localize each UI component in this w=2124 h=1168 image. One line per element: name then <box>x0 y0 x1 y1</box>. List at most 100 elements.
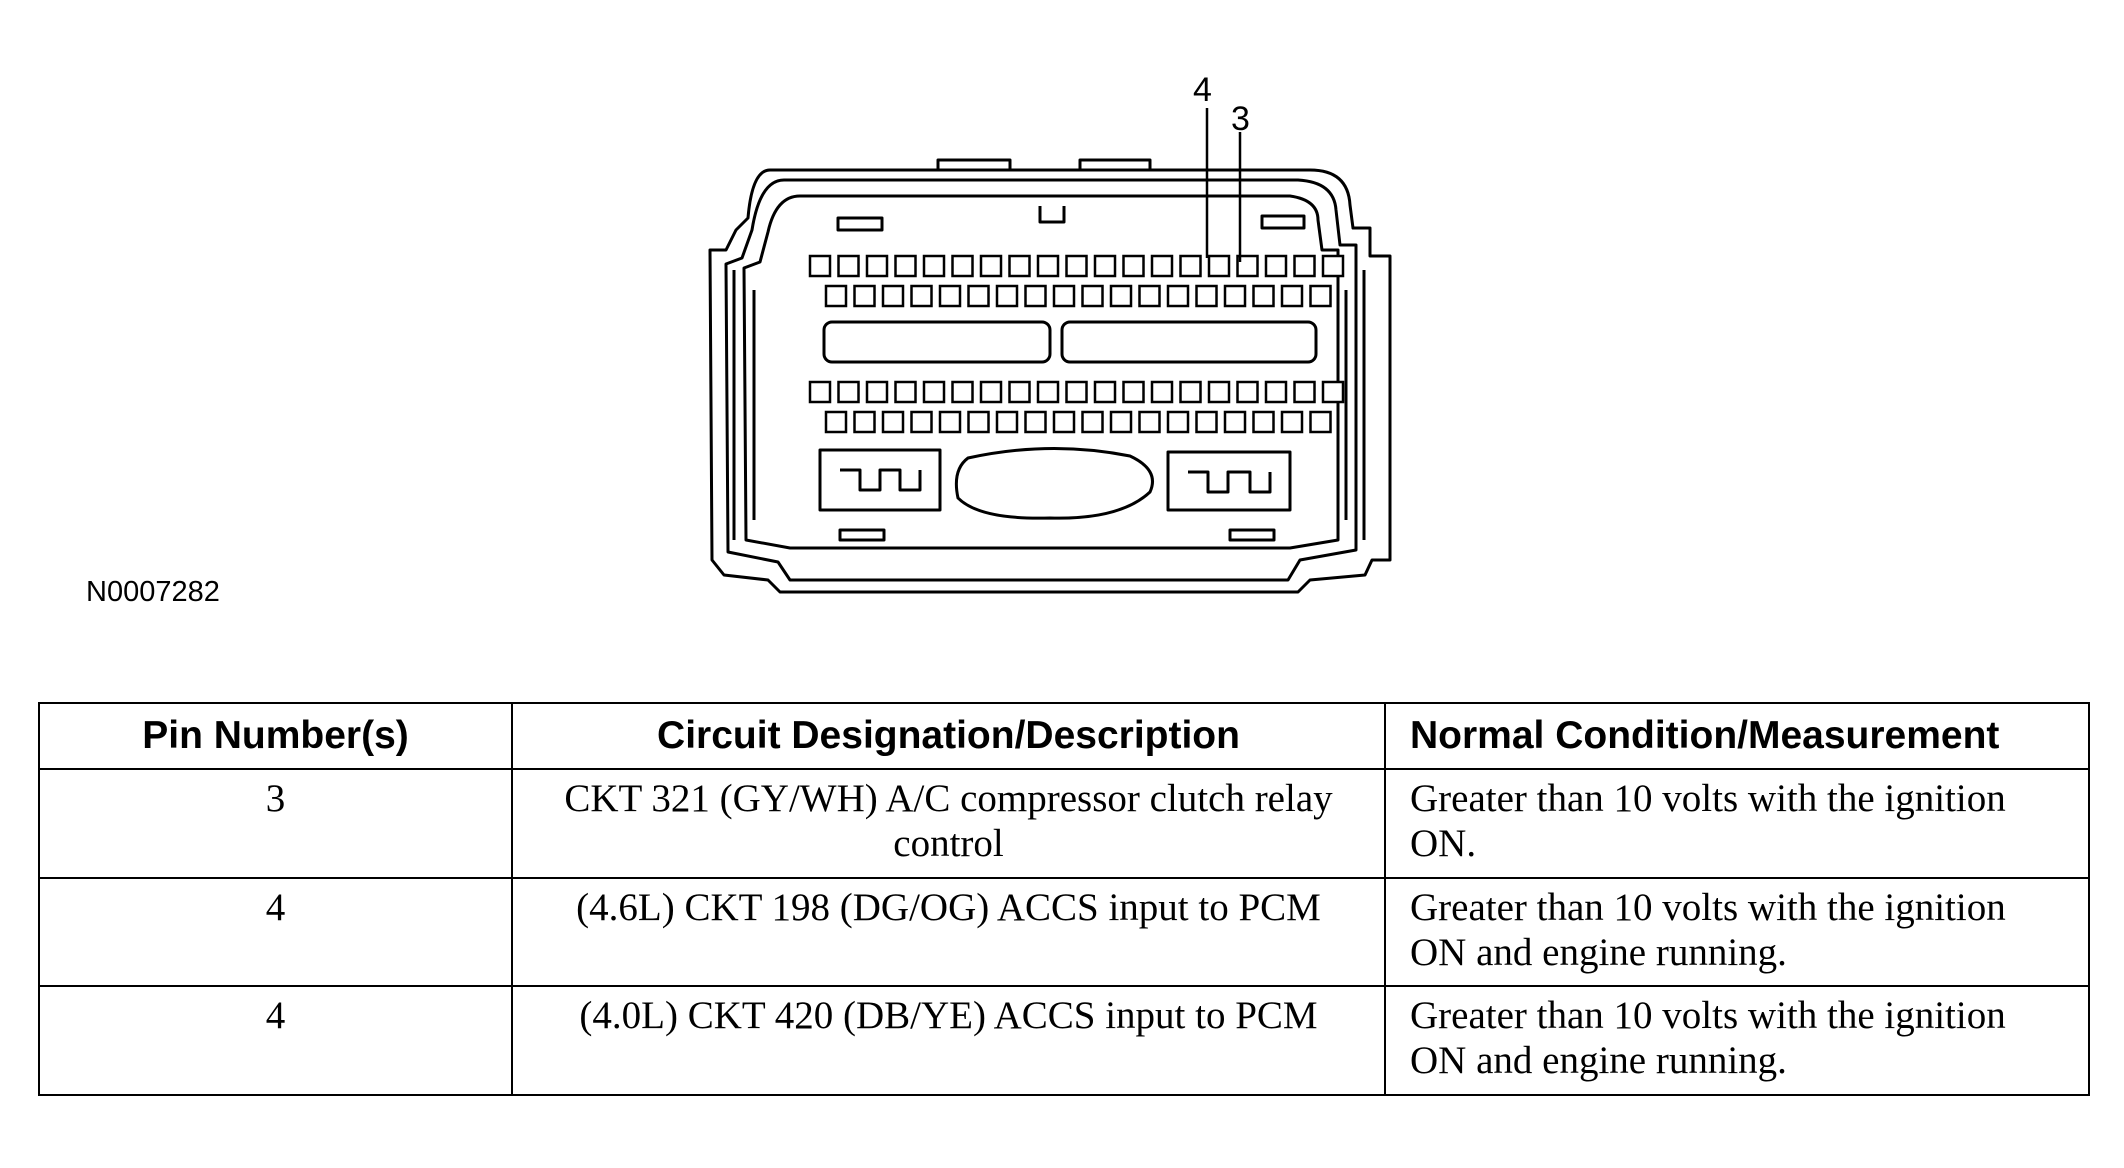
pin-cavity <box>1223 284 1247 308</box>
circuit-description: (4.6L) CKT 198 (DG/OG) ACCS input to PCM <box>511 876 1386 988</box>
pin-cavity <box>1321 254 1345 278</box>
callout-label-4: 4 <box>1193 71 1212 109</box>
pin-cavity <box>1036 380 1060 404</box>
pin-cavity <box>967 410 990 434</box>
pin-cavity <box>938 284 962 308</box>
pin-cavity-rows <box>808 254 1345 434</box>
pin-number: 4 <box>38 876 513 988</box>
pin-cavity <box>1207 380 1231 404</box>
pin-cavity <box>894 380 917 404</box>
pin-cavity <box>1309 284 1332 308</box>
pin-table: Pin Number(s) Circuit Designation/Descri… <box>38 702 2090 1096</box>
column-header-pin: Pin Number(s) <box>38 702 513 770</box>
column-header-circuit: Circuit Designation/Description <box>511 702 1386 770</box>
pin-cavity <box>865 380 889 404</box>
bottom-latch-right <box>1166 450 1292 512</box>
pin-cavity <box>1280 410 1304 434</box>
pin-cavity <box>1236 254 1259 278</box>
pin-cavity <box>1024 410 1047 434</box>
table-header-row: Pin Number(s) Circuit Designation/Descri… <box>38 702 2090 770</box>
pin-cavity <box>837 380 860 404</box>
top-tab-right <box>1078 158 1152 170</box>
pin-cavity <box>1093 254 1117 278</box>
pin-cavity <box>1109 284 1133 308</box>
bottom-oval-cavity <box>954 446 1154 520</box>
pin-cavity <box>1280 284 1304 308</box>
pin-cavity <box>824 284 848 308</box>
pin-cavity <box>853 284 876 308</box>
pin-cavity <box>1138 284 1161 308</box>
pin-cavity <box>979 380 1003 404</box>
pin-cavity <box>910 284 933 308</box>
pin-cavity <box>1052 284 1076 308</box>
blade-slot-left <box>822 320 1052 364</box>
pin-cavity <box>881 410 905 434</box>
pin-cavity <box>1166 284 1190 308</box>
pin-cavity <box>1065 380 1088 404</box>
pin-cavity <box>1252 410 1275 434</box>
pin-cavity <box>1109 410 1133 434</box>
pin-cavity <box>1309 410 1332 434</box>
callout-label-3: 3 <box>1231 100 1250 138</box>
bottom-latch-left <box>818 448 942 512</box>
pin-number: 3 <box>38 768 513 879</box>
pin-cavity <box>1195 284 1218 308</box>
connector-housing-outline <box>708 168 1392 594</box>
pin-cavity <box>995 410 1019 434</box>
pin-cavity <box>1207 254 1231 278</box>
table-row: 4 (4.6L) CKT 198 (DG/OG) ACCS input to P… <box>38 876 2090 988</box>
pin-cavity <box>1236 380 1259 404</box>
pin-cavity <box>1321 380 1345 404</box>
blade-slot-right <box>1060 320 1318 364</box>
pin-cavity <box>1036 254 1060 278</box>
pin-number: 4 <box>38 985 513 1096</box>
pin-cavity <box>1008 254 1031 278</box>
pin-cavity <box>894 254 917 278</box>
top-tab-left <box>936 158 1012 170</box>
figure-id: N0007282 <box>86 576 220 608</box>
pin-cavity <box>1122 254 1145 278</box>
pin-cavity <box>808 380 832 404</box>
pin-cavity <box>1122 380 1145 404</box>
pin-cavity <box>1065 254 1088 278</box>
pin-cavity <box>1195 410 1218 434</box>
pin-cavity <box>938 410 962 434</box>
pin-cavity <box>922 254 946 278</box>
table-row: 4 (4.0L) CKT 420 (DB/YE) ACCS input to P… <box>38 985 2090 1096</box>
pin-cavity <box>808 254 832 278</box>
column-header-condition: Normal Condition/Measurement <box>1384 702 2090 770</box>
normal-condition: Greater than 10 volts with the ignition … <box>1384 985 2090 1096</box>
pin-cavity <box>1264 254 1288 278</box>
pin-cavity <box>1252 284 1275 308</box>
pin-cavity <box>881 284 905 308</box>
pin-cavity <box>837 254 860 278</box>
pin-cavity <box>1293 254 1316 278</box>
pin-cavity <box>1081 410 1104 434</box>
pin-cavity <box>1179 254 1202 278</box>
pin-cavity <box>1179 380 1202 404</box>
pin-cavity <box>1150 254 1174 278</box>
pin-cavity <box>995 284 1019 308</box>
pin-cavity <box>951 254 974 278</box>
pin-cavity <box>967 284 990 308</box>
pin-cavity <box>922 380 946 404</box>
pin-cavity <box>1138 410 1161 434</box>
pin-cavity <box>1150 380 1174 404</box>
pin-cavity <box>1052 410 1076 434</box>
pin-cavity <box>1081 284 1104 308</box>
normal-condition: Greater than 10 volts with the ignition … <box>1384 876 2090 988</box>
pin-cavity <box>979 254 1003 278</box>
pin-cavity <box>865 254 889 278</box>
normal-condition: Greater than 10 volts with the ignition … <box>1384 768 2090 879</box>
pin-cavity <box>1024 284 1047 308</box>
pin-cavity <box>1093 380 1117 404</box>
pin-cavity <box>853 410 876 434</box>
pin-cavity <box>824 410 848 434</box>
pin-cavity <box>1008 380 1031 404</box>
latch-slot <box>836 216 884 232</box>
circuit-description: CKT 321 (GY/WH) A/C compressor clutch re… <box>511 768 1386 879</box>
pin-cavity <box>1166 410 1190 434</box>
pin-cavity <box>1293 380 1316 404</box>
pin-cavity <box>951 380 974 404</box>
